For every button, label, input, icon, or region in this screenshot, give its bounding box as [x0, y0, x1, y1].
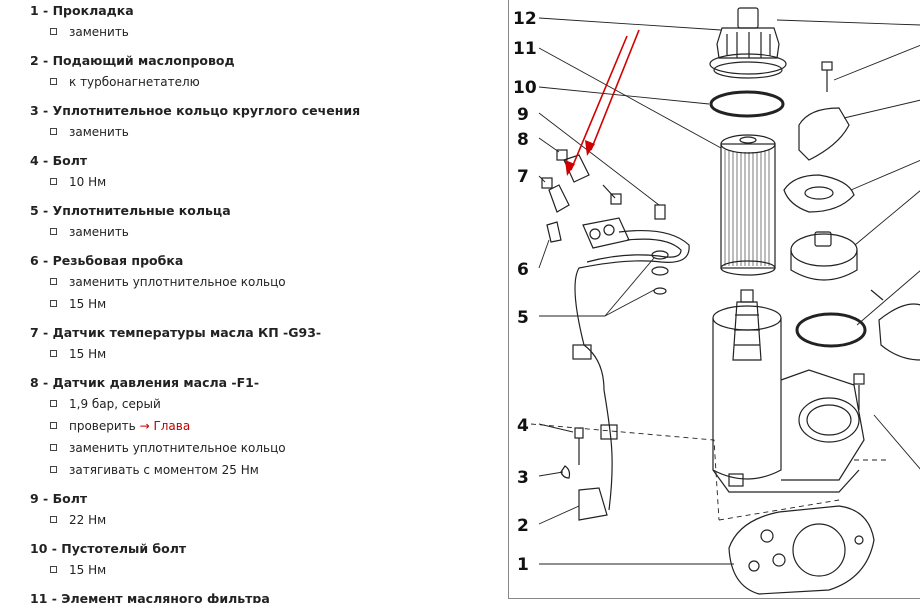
callout-12: 12 [513, 9, 537, 29]
part-line-text: 15 Нм [69, 563, 107, 577]
part-line-text: 22 Нм [69, 513, 107, 527]
part-title-8: 8 - Датчик давления масла -F1- [30, 375, 260, 390]
part-line: заменить [50, 125, 129, 139]
part-line: заменить [50, 225, 129, 239]
part-line: затягивать с моментом 25 Нм [50, 463, 259, 477]
callout-2: 2 [517, 516, 529, 536]
part-line-text: заменить уплотнительное кольцо [69, 441, 286, 455]
dashed-lines [530, 423, 889, 521]
bullet-icon [50, 228, 57, 235]
part-title-11: 11 - Элемент масляного фильтра [30, 591, 270, 603]
part-line-text: затягивать с моментом 25 Нм [69, 463, 259, 477]
exploded-diagram: 12 11 10 9 8 7 6 5 4 3 2 1 [508, 0, 920, 599]
right-parts [783, 61, 920, 410]
part-line-text: 15 Нм [69, 297, 107, 311]
part-line: 15 Нм [50, 347, 106, 361]
part-line: 15 Нм [50, 563, 106, 577]
part-line-text: заменить [69, 225, 129, 239]
bullet-icon [50, 278, 57, 285]
parts-list: 1 - Прокладка заменить 2 - Подающий масл… [30, 3, 361, 603]
bullet-icon [50, 178, 57, 185]
part-title-4: 4 - Болт [30, 153, 88, 168]
callout-3: 3 [517, 468, 529, 488]
part-line-text: заменить [69, 25, 129, 39]
callout-8: 8 [517, 130, 529, 150]
part-title-1: 1 - Прокладка [30, 3, 134, 18]
arrowhead-icon [585, 140, 595, 156]
part-line: 1,9 бар, серый [50, 397, 161, 411]
part-line: заменить уплотнительное кольцо [50, 441, 286, 455]
left-parts [541, 149, 690, 521]
bullet-icon [50, 400, 57, 407]
part-line-text: 1,9 бар, серый [69, 397, 161, 411]
part-line-text: заменить уплотнительное кольцо [69, 275, 286, 289]
chapter-link[interactable]: → Глава [139, 419, 191, 433]
part-line: 10 Нм [50, 175, 106, 189]
part-line: заменить [50, 25, 129, 39]
part-line-text: 15 Нм [69, 347, 107, 361]
part-line-text: к турбонагнетателю [69, 75, 200, 89]
filter-cap [709, 7, 787, 79]
part-title-6: 6 - Резьбовая пробка [30, 253, 184, 268]
bullet-icon [50, 350, 57, 357]
part-title-3: 3 - Уплотнительное кольцо круглого сечен… [30, 103, 361, 118]
bullet-icon [50, 466, 57, 473]
bullet-icon [50, 444, 57, 451]
bullet-icon [50, 128, 57, 135]
filter-housing [712, 289, 865, 493]
red-arrows-icon [570, 29, 640, 171]
part-title-5: 5 - Уплотнительные кольца [30, 203, 231, 218]
callout-4: 4 [517, 416, 529, 436]
part-line: 15 Нм [50, 297, 106, 311]
bullet-icon [50, 566, 57, 573]
part-line-text: заменить [69, 125, 129, 139]
o-ring-top [709, 90, 785, 118]
part-line: заменить уплотнительное кольцо [50, 275, 286, 289]
bullet-icon [50, 422, 57, 429]
part-title-9: 9 - Болт [30, 491, 88, 506]
callout-9: 9 [517, 105, 529, 125]
callout-5: 5 [517, 308, 529, 328]
part-line-text: 10 Нм [69, 175, 107, 189]
bullet-icon [50, 516, 57, 523]
diagram-svg: 12 11 10 9 8 7 6 5 4 3 2 1 [513, 7, 920, 595]
filter-element [720, 134, 776, 276]
part-line: к турбонагнетателю [50, 75, 200, 89]
callout-7: 7 [517, 167, 529, 187]
callout-11: 11 [513, 39, 537, 59]
part-title-2: 2 - Подающий маслопровод [30, 53, 235, 68]
part-title-7: 7 - Датчик температуры масла КП -G93- [30, 325, 322, 340]
callout-6: 6 [517, 260, 529, 280]
part-line: 22 Нм [50, 513, 106, 527]
bullet-icon [50, 300, 57, 307]
part-line: проверить → Глава [50, 419, 190, 433]
bullet-icon [50, 78, 57, 85]
bullet-icon [50, 28, 57, 35]
part-title-10: 10 - Пустотелый болт [30, 541, 187, 556]
callout-1: 1 [517, 555, 529, 575]
part-line-text: проверить [69, 419, 136, 433]
arrowhead-icon [565, 160, 575, 176]
leader-lines [538, 17, 920, 565]
callout-10: 10 [513, 78, 537, 98]
gasket [728, 505, 875, 595]
